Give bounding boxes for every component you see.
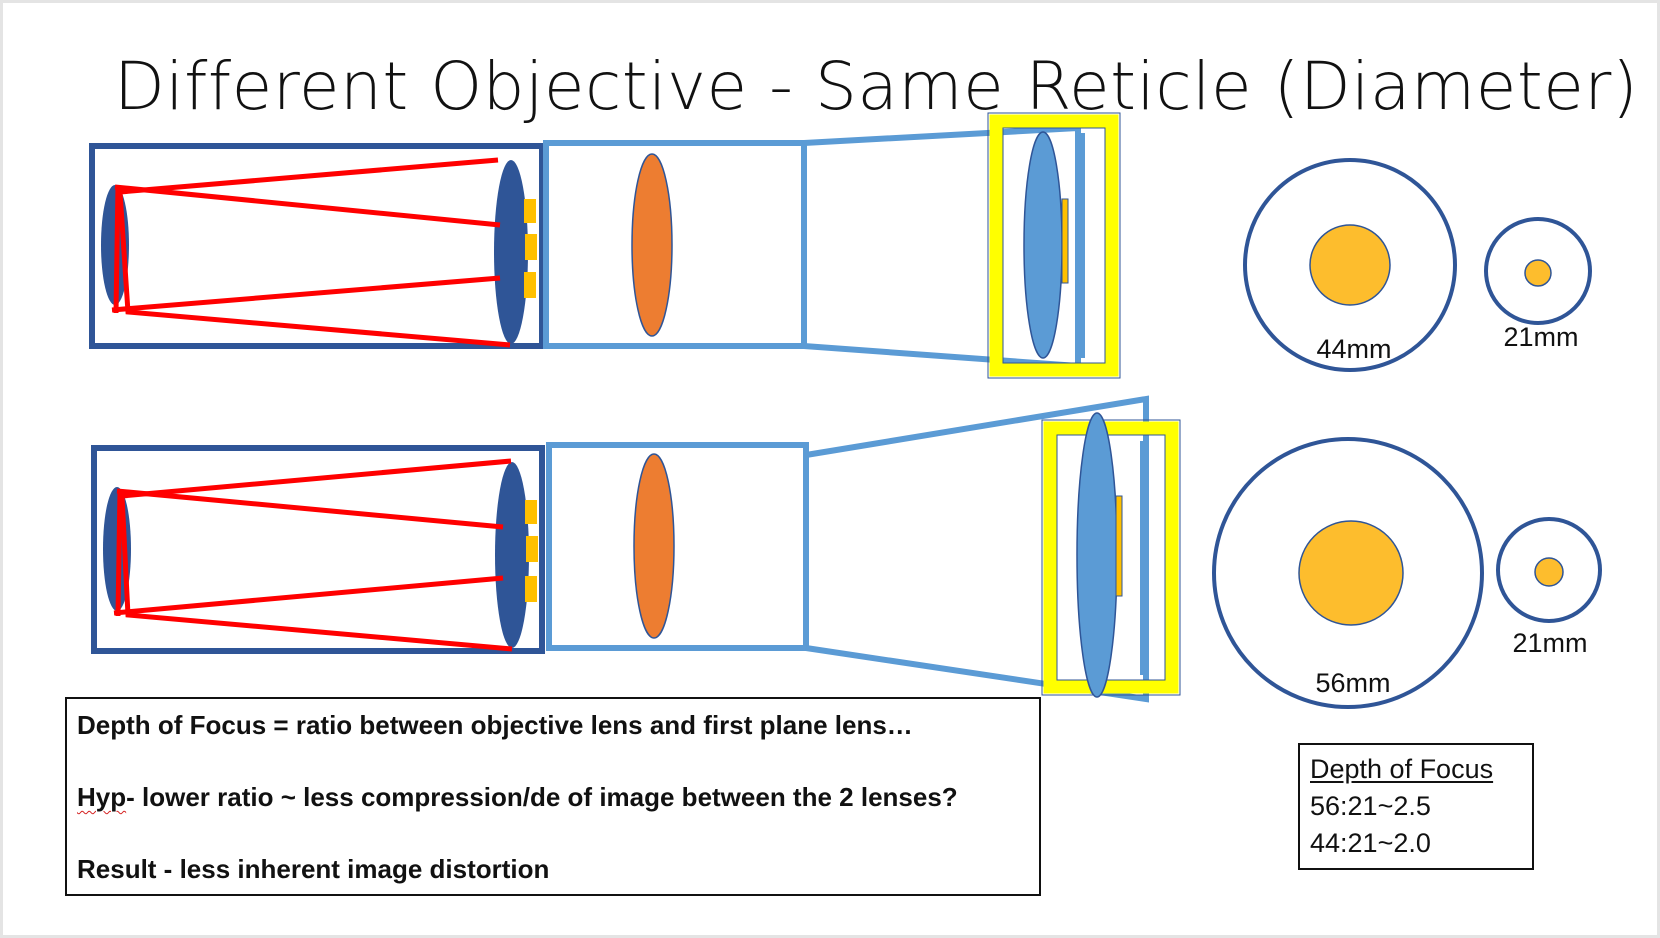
dof-row-44: 44:21~2.0 — [1310, 828, 1431, 858]
prism-block-top-1 — [524, 199, 536, 223]
light-rays-top — [111, 157, 511, 348]
light-rays-bottom — [113, 458, 513, 652]
reticle-top — [1061, 198, 1069, 284]
prism-block-top-3 — [524, 272, 536, 298]
reticle-lens-top — [1023, 131, 1063, 359]
prism-block-bottom-1 — [525, 500, 537, 524]
erector-lens-top — [631, 153, 673, 337]
label-44mm: 44mm — [1316, 334, 1391, 364]
reticle-highlight-bottom — [1043, 421, 1179, 694]
dof-row-56: 56:21~2.5 — [1310, 791, 1431, 821]
spellcheck-word: Hyp — [77, 782, 127, 812]
objective-image-44 — [1309, 224, 1391, 306]
depth-of-focus-box: Depth of Focus 56:21~2.5 44:21~2.0 — [1298, 743, 1534, 870]
objective-lens-top — [494, 160, 528, 344]
label-21mm-top: 21mm — [1503, 322, 1578, 352]
objective-circle-44 — [1243, 158, 1457, 372]
erector-tube-bottom — [546, 442, 809, 651]
notes-line-1: Depth of Focus = ratio between objective… — [77, 710, 913, 740]
objective-circle-56 — [1212, 437, 1484, 709]
slide-title: Different Objective - Same Reticle (Diam… — [114, 48, 1639, 125]
objective-tube-bottom — [91, 445, 545, 654]
reticle-circle-bottom — [1496, 517, 1602, 623]
reticle-image-bottom — [1534, 557, 1564, 587]
notes-line-2-text: - lower ratio ~ less compression/de of i… — [126, 782, 958, 812]
objective-lens-bottom — [495, 462, 529, 648]
label-56mm: 56mm — [1315, 668, 1390, 698]
reticle-bottom — [1115, 495, 1123, 597]
reticle-circle-top — [1484, 217, 1592, 325]
reticle-lens-bottom — [1076, 412, 1118, 698]
prism-block-top-2 — [525, 234, 537, 260]
prism-block-bottom-3 — [525, 576, 537, 602]
erector-lens-bottom — [633, 453, 675, 639]
dof-title: Depth of Focus — [1310, 754, 1494, 784]
eyepiece-housing-top — [803, 124, 1081, 370]
notes-line-3: Result - less inherent image distortion — [77, 854, 550, 884]
notes-box: Depth of Focus = ratio between objective… — [65, 697, 1041, 896]
scope-bottom: 56mm 21mm — [91, 395, 1602, 709]
label-21mm-bottom: 21mm — [1512, 628, 1587, 658]
objective-image-56 — [1298, 520, 1404, 626]
prism-block-bottom-2 — [526, 536, 538, 562]
scope-top: 44mm 21mm — [89, 112, 1592, 379]
reticle-image-top — [1524, 259, 1552, 287]
reticle-highlight-top — [989, 114, 1119, 377]
objective-tube-top — [89, 143, 545, 349]
erector-tube-top — [543, 140, 807, 349]
notes-line-2: Hyp- lower ratio ~ less compression/de o… — [77, 779, 1029, 815]
